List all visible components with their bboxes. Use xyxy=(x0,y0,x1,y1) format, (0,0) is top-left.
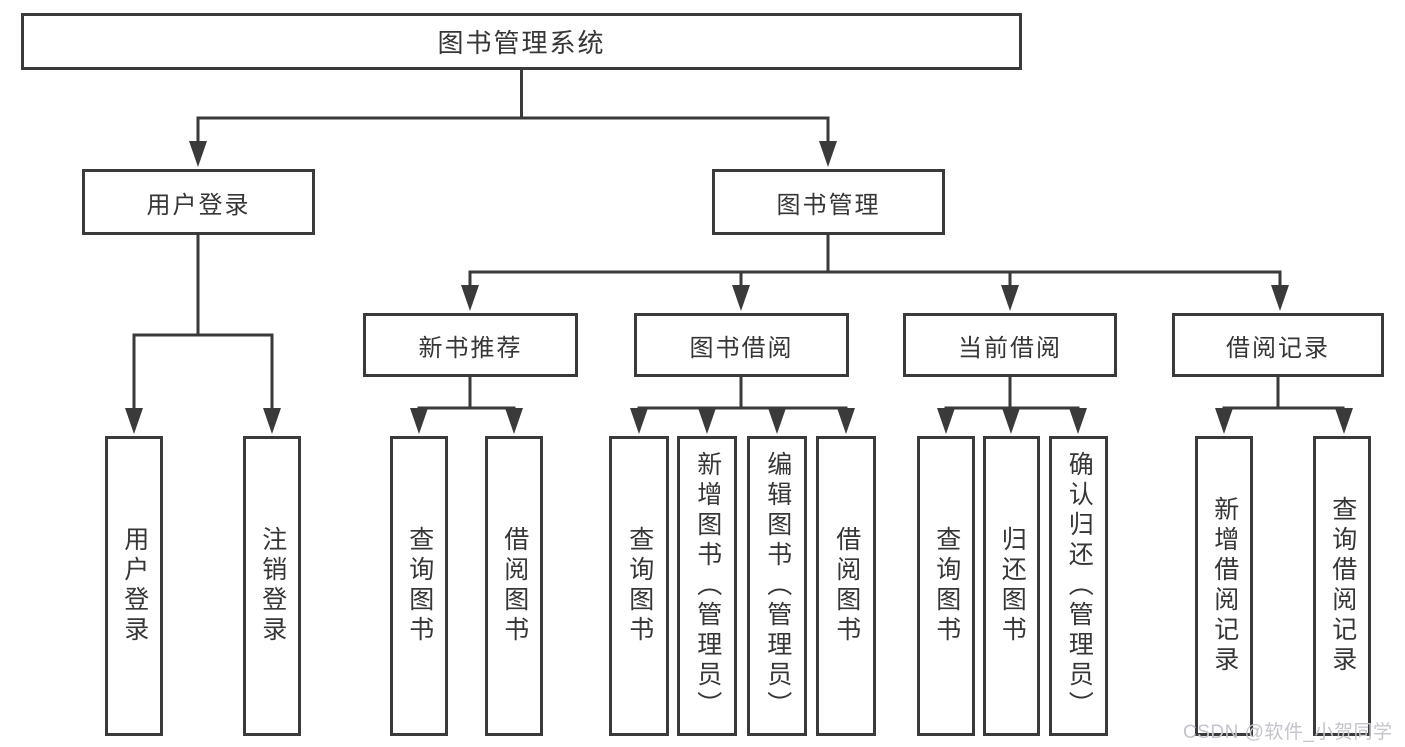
node-library-system: 图书管理系统 xyxy=(21,13,1022,70)
connector-bookmgmt-to-level3 xyxy=(468,235,1282,288)
node-new-book-recommendation: 新书推荐 xyxy=(363,313,578,377)
leaf-edit-books-admin: 编辑图书（管理员） xyxy=(747,436,807,736)
arrowheads xyxy=(125,141,1353,434)
connector-userlogin-to-leaves xyxy=(132,235,274,410)
leaf-query-books-recommend: 查询图书 xyxy=(390,436,448,736)
node-book-management: 图书管理 xyxy=(712,169,945,235)
connector-current-to-leaves xyxy=(944,377,1080,410)
leaf-logout: 注销登录 xyxy=(243,436,301,736)
csdn-watermark: CSDN @软件_小贺同学 xyxy=(1183,722,1393,743)
node-borrowing-records: 借阅记录 xyxy=(1172,313,1384,377)
leaf-user-login: 用户登录 xyxy=(105,436,163,736)
leaf-return-books: 归还图书 xyxy=(983,436,1040,736)
leaf-borrow-books-recommend: 借阅图书 xyxy=(485,436,543,736)
leaf-query-books-borrowing: 查询图书 xyxy=(609,436,669,736)
leaf-query-borrow-record: 查询借阅记录 xyxy=(1313,436,1371,736)
connector-borrowing-to-leaves xyxy=(637,377,848,410)
connector-records-to-leaves xyxy=(1222,377,1345,410)
node-book-borrowing: 图书借阅 xyxy=(634,313,849,377)
leaf-borrow-books-borrowing: 借阅图书 xyxy=(816,436,876,736)
leaf-confirm-return-admin: 确认归还（管理员） xyxy=(1049,436,1108,736)
connector-newbook-to-leaves xyxy=(417,377,516,410)
node-user-login: 用户登录 xyxy=(82,169,315,235)
connector-root-to-level2 xyxy=(196,70,830,144)
leaf-add-borrow-record: 新增借阅记录 xyxy=(1195,436,1253,736)
node-current-borrowing: 当前借阅 xyxy=(903,313,1117,377)
leaf-add-books-admin: 新增图书（管理员） xyxy=(677,436,737,736)
leaf-query-books-current: 查询图书 xyxy=(917,436,975,736)
